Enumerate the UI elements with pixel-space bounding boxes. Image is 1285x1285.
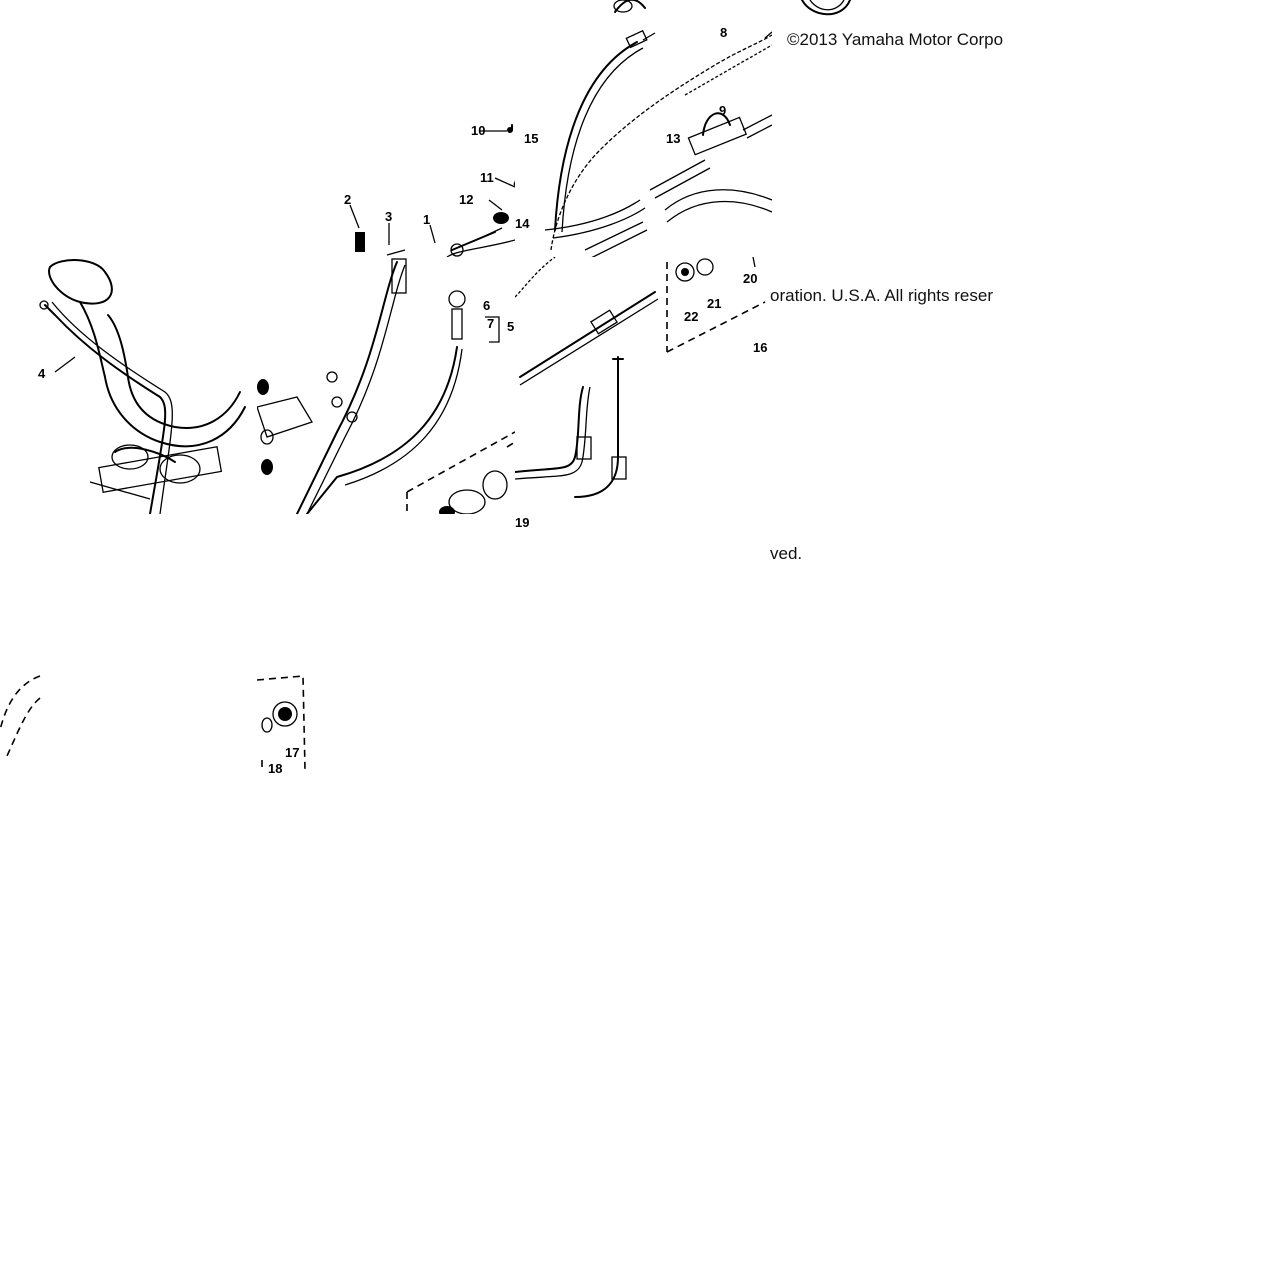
callout-7: 7 [487,316,494,331]
callout-5: 5 [507,319,514,334]
callout-13: 13 [666,131,680,146]
callout-16: 16 [753,340,767,355]
callout-4: 4 [38,366,46,381]
callout-19: 19 [515,515,529,530]
callout-14: 14 [515,216,530,231]
callout-8: 8 [720,25,727,40]
copyright-fragment-3: ved. [770,544,803,563]
diagram-tile-lower-middle [257,670,309,772]
callout-3: 3 [385,209,392,224]
diagram-tile-middle-left [0,257,257,514]
callout-12: 12 [459,192,473,207]
diagram-tile-top-right [515,0,772,257]
callout-21: 21 [707,296,721,311]
diagram-tile-lower-left [0,670,45,770]
callout-9: 9 [719,103,726,118]
copyright-fragment-2: oration. U.S.A. All rights reser [770,286,993,305]
callout-2: 2 [344,192,351,207]
callout-10: 10 [471,123,485,138]
diagram-tile-loop [772,0,852,30]
callout-1: 1 [423,212,430,227]
callout-15: 15 [524,131,538,146]
callout-11: 11 [480,170,494,185]
callout-6: 6 [483,298,490,313]
diagram-tile-center-right [515,257,772,514]
callout-20: 20 [743,271,757,286]
callout-18: 18 [268,761,282,776]
copyright-fragment-1: ©2013 Yamaha Motor Corpo [787,30,1004,49]
callout-22: 22 [684,309,698,324]
diagram-tile-top-middle [257,0,515,257]
diagram-tile-center [257,257,515,514]
callout-17: 17 [285,745,299,760]
